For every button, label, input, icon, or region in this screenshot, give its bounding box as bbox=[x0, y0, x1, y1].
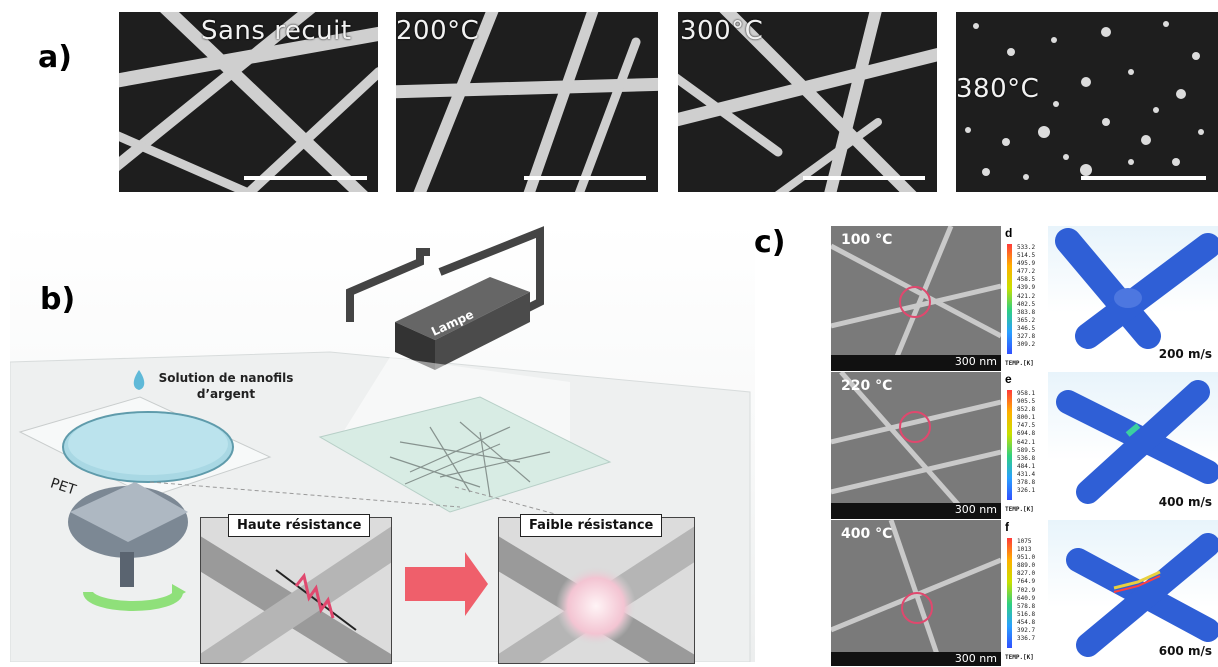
scale-bar bbox=[803, 176, 925, 180]
sem-image-400c: 400 °C 300 nm bbox=[831, 520, 1001, 666]
subpanel-letter: f bbox=[1005, 520, 1009, 534]
color-scale bbox=[1007, 538, 1012, 648]
temperature-label: 100 °C bbox=[841, 232, 893, 248]
nanowire-junction bbox=[831, 520, 1001, 666]
nanowire-junction bbox=[831, 372, 1001, 519]
speed-label: 200 m/s bbox=[1158, 347, 1212, 361]
panel-a-letter: a) bbox=[38, 40, 72, 75]
crossed-wires-illustration bbox=[201, 526, 391, 663]
welded-junction-illustration bbox=[499, 526, 694, 663]
temperature-label: 220 °C bbox=[841, 378, 893, 394]
sem-image-220c: 220 °C 300 nm bbox=[831, 372, 1001, 519]
wire-junction-simulation bbox=[1055, 228, 1218, 349]
sem-image-unannealed: Sans recuit bbox=[119, 12, 378, 192]
simulation-200: 200 m/s bbox=[1048, 226, 1218, 371]
color-scale bbox=[1007, 244, 1012, 354]
sem-label: 200°C bbox=[396, 16, 480, 46]
legend-unit: TEMP.[K] bbox=[1005, 654, 1034, 661]
panel-c-letter: c) bbox=[754, 225, 786, 260]
nanoparticles bbox=[965, 21, 1204, 180]
low-resistance-label: Faible résistance bbox=[520, 514, 663, 537]
low-resistance-inset bbox=[498, 517, 695, 664]
sem-image-300c: 300°C bbox=[678, 12, 937, 192]
high-resistance-inset bbox=[200, 517, 392, 664]
scale-bar bbox=[1081, 176, 1206, 180]
legend-unit: TEMP.[K] bbox=[1005, 506, 1034, 513]
scale-bar: 300 nm bbox=[831, 652, 1001, 666]
scale-bar: 300 nm bbox=[831, 355, 1001, 371]
scale-bar bbox=[524, 176, 646, 180]
subpanel-letter: d bbox=[1005, 226, 1013, 240]
color-scale bbox=[1007, 390, 1012, 500]
panel-b-letter: b) bbox=[40, 282, 76, 317]
solution-label: Solution de nanofils d’argent bbox=[158, 371, 294, 402]
sem-label: Sans recuit bbox=[201, 16, 352, 46]
simulation-600: 600 m/s bbox=[1048, 520, 1218, 666]
speed-label: 600 m/s bbox=[1158, 644, 1212, 658]
sem-label: 300°C bbox=[680, 16, 764, 46]
nanowire-junction bbox=[831, 226, 1001, 371]
nanowire-network bbox=[678, 12, 937, 192]
sem-image-380c: 380°C bbox=[956, 12, 1218, 192]
simulation-400: 400 m/s bbox=[1048, 372, 1218, 519]
sem-image-100c: 100 °C 300 nm bbox=[831, 226, 1001, 371]
high-resistance-label: Haute résistance bbox=[228, 514, 371, 537]
subpanel-letter: e bbox=[1005, 372, 1012, 386]
sem-label: 380°C bbox=[956, 74, 1040, 104]
nanowire-network bbox=[119, 12, 378, 192]
speed-label: 400 m/s bbox=[1158, 495, 1212, 509]
scale-bar bbox=[244, 176, 367, 180]
legend-unit: TEMP.[K] bbox=[1005, 360, 1034, 367]
wire-junction-simulation bbox=[1056, 380, 1218, 504]
panel-b-illustration: Solution de nanofils d’argent PET Lampe … bbox=[9, 222, 755, 664]
temperature-label: 400 °C bbox=[841, 526, 893, 542]
scale-bar: 300 nm bbox=[831, 503, 1001, 519]
wire-junction-simulation bbox=[1066, 533, 1218, 657]
nanowire-network bbox=[396, 12, 658, 192]
sem-image-200c: 200°C bbox=[396, 12, 658, 192]
